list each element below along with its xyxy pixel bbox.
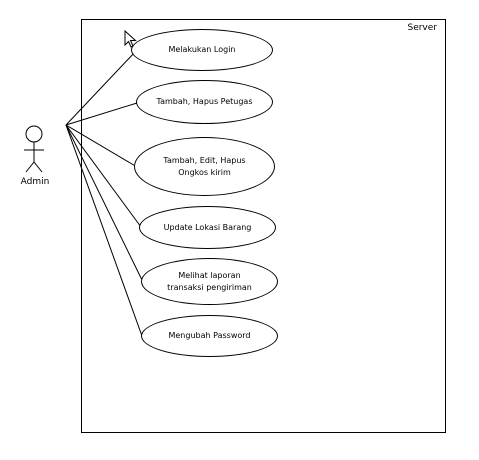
association-line <box>65 124 144 283</box>
use-case-label: Update Lokasi Barang <box>163 222 252 232</box>
use-case-label: Mengubah Password <box>168 331 251 340</box>
association-line <box>65 124 142 228</box>
use-case-change-password[interactable]: Mengubah Password <box>141 315 278 357</box>
actor-label: Admin <box>20 177 50 187</box>
actor-head <box>25 125 43 143</box>
actor-left-leg <box>25 161 35 173</box>
mouse-pointer-icon <box>124 30 137 48</box>
association-line <box>65 51 136 126</box>
actor-figure <box>24 125 44 173</box>
association-line <box>65 102 138 126</box>
association-line <box>65 124 143 337</box>
use-case-label: Melakukan Login <box>168 45 236 54</box>
use-case-label: Melihat laporan transaksi pengiriman <box>167 270 252 292</box>
use-case-label: Tambah, Hapus Petugas <box>156 97 253 106</box>
use-case-update-location[interactable]: Update Lokasi Barang <box>139 206 276 249</box>
association-line <box>65 124 138 168</box>
use-case-view-report[interactable]: Melihat laporan transaksi pengiriman <box>141 258 278 305</box>
actor-right-leg <box>33 161 43 173</box>
use-case-login[interactable]: Melakukan Login <box>131 29 273 71</box>
system-label: Server <box>407 23 437 33</box>
use-case-manage-staff[interactable]: Tambah, Hapus Petugas <box>136 80 273 124</box>
use-case-manage-shipping-cost[interactable]: Tambah, Edit, Hapus Ongkos kirim <box>134 137 275 196</box>
use-case-label: Tambah, Edit, Hapus Ongkos kirim <box>163 155 246 177</box>
